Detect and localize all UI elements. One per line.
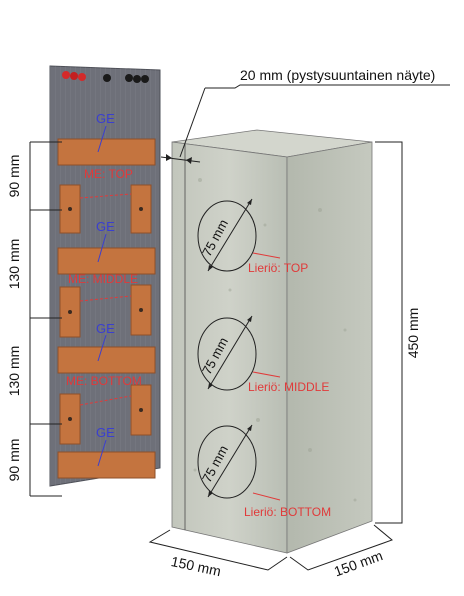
left-dimension-bracket xyxy=(29,141,62,497)
cylinder-top xyxy=(197,198,281,272)
dim-top-segment: 90 mm xyxy=(6,155,22,198)
dim-lower-middle-segment: 130 mm xyxy=(6,346,22,397)
ge-electrode-3 xyxy=(57,346,156,374)
dim-bottom-segment: 90 mm xyxy=(6,439,22,482)
width-depth-dimensions xyxy=(148,524,393,571)
cylinder-bottom xyxy=(197,424,281,501)
slice-thickness-label: 20 mm (pystysuuntainen näyte) xyxy=(240,67,435,83)
ge-label-3: GE xyxy=(96,321,115,336)
slice-thickness-callout xyxy=(160,84,450,164)
ge-electrode-1 xyxy=(57,138,156,166)
me-label-middle: ME: MIDDLE xyxy=(68,272,138,286)
electrode-panel: GE GE GE GE ME: TOP ME: MIDDLE ME: BOTTO… xyxy=(49,65,161,487)
ge-electrode-2 xyxy=(57,247,156,275)
dim-upper-middle-segment: 130 mm xyxy=(6,239,22,290)
me-label-top: ME: TOP xyxy=(84,167,133,181)
cylinder-bottom-label: Lieriö: BOTTOM xyxy=(244,505,331,519)
cylinder-middle xyxy=(197,315,281,391)
ge-label-1: GE xyxy=(96,111,115,126)
me-label-bottom: ME: BOTTOM xyxy=(66,374,142,388)
height-dimension xyxy=(375,141,403,524)
height-label: 450 mm xyxy=(405,308,421,359)
cylinder-top-label: Lieriö: TOP xyxy=(248,261,308,275)
connector-terminals xyxy=(62,71,149,83)
cylinder-middle-label: Lieriö: MIDDLE xyxy=(248,380,329,394)
concrete-specimen xyxy=(171,129,373,554)
ge-label-2: GE xyxy=(96,219,115,234)
ge-label-4: GE xyxy=(96,425,115,440)
ge-electrode-4 xyxy=(57,451,156,479)
